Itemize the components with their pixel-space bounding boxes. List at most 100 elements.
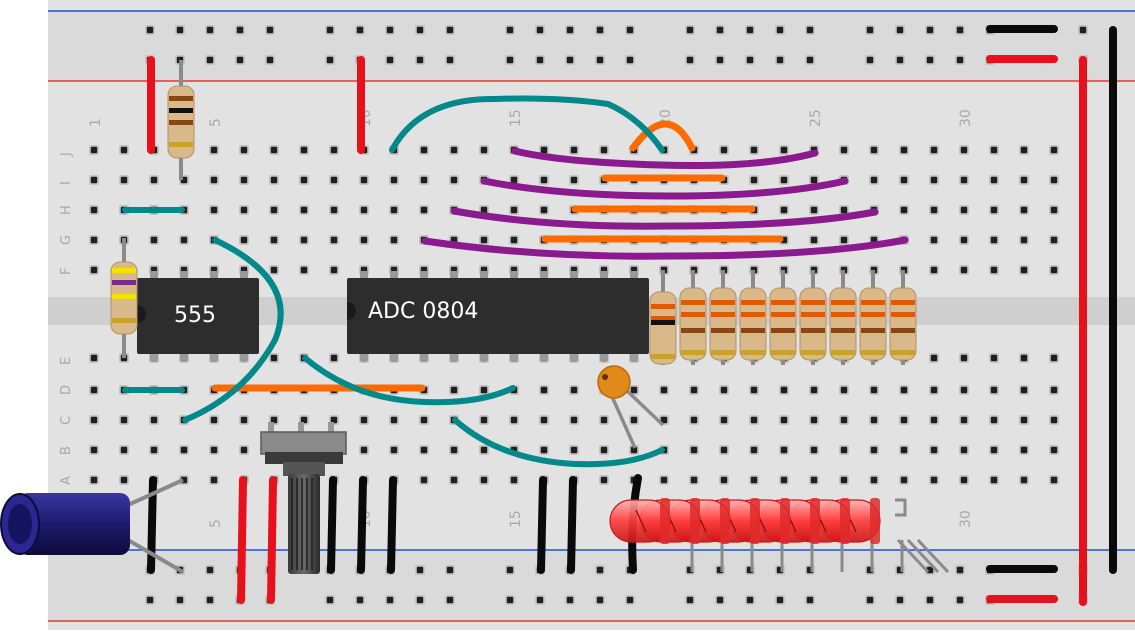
hole bbox=[686, 56, 694, 64]
resistor bbox=[110, 238, 138, 358]
pot-shaft-base bbox=[283, 462, 325, 476]
hole bbox=[866, 596, 874, 604]
hole bbox=[506, 26, 514, 34]
resistor-body bbox=[829, 287, 857, 361]
hole bbox=[1020, 176, 1028, 184]
hole bbox=[990, 266, 998, 274]
hole bbox=[810, 386, 818, 394]
hole bbox=[240, 206, 248, 214]
hole bbox=[600, 446, 608, 454]
teal-wire-adc-2 bbox=[452, 417, 665, 468]
led bbox=[609, 498, 671, 544]
hole bbox=[926, 596, 934, 604]
hole bbox=[150, 416, 158, 424]
hole bbox=[90, 146, 98, 154]
resistor-band bbox=[681, 300, 705, 305]
hole bbox=[720, 446, 728, 454]
purple-wire-2 bbox=[480, 177, 849, 200]
teal-wire-long bbox=[389, 95, 665, 153]
teal-wires bbox=[122, 95, 665, 468]
hole bbox=[780, 206, 788, 214]
hole bbox=[446, 596, 454, 604]
resistor-band bbox=[112, 294, 136, 299]
hole bbox=[450, 476, 458, 484]
hole bbox=[926, 26, 934, 34]
chip-pin bbox=[540, 352, 548, 361]
hole bbox=[536, 596, 544, 604]
hole bbox=[930, 236, 938, 244]
chip-pin bbox=[510, 352, 518, 361]
bottom-power-rail-area bbox=[48, 550, 1135, 620]
hole bbox=[206, 566, 214, 574]
hole bbox=[360, 446, 368, 454]
chip-pin bbox=[180, 352, 188, 361]
hole bbox=[930, 386, 938, 394]
hole bbox=[300, 416, 308, 424]
resistor-band bbox=[861, 350, 885, 355]
purple-wire-3 bbox=[450, 207, 879, 230]
led-lead-angled bbox=[916, 538, 950, 574]
resistor-band bbox=[169, 108, 193, 113]
hole bbox=[866, 56, 874, 64]
hole bbox=[956, 596, 964, 604]
hole bbox=[960, 176, 968, 184]
hole bbox=[506, 56, 514, 64]
chip-pin bbox=[570, 352, 578, 361]
hole bbox=[956, 26, 964, 34]
hole bbox=[686, 596, 694, 604]
led-flange bbox=[690, 498, 700, 544]
hole bbox=[960, 206, 968, 214]
resistor-band bbox=[741, 312, 765, 317]
hole bbox=[750, 446, 758, 454]
hole bbox=[806, 26, 814, 34]
hole bbox=[540, 146, 548, 154]
resistor-body bbox=[649, 291, 677, 365]
hole bbox=[480, 416, 488, 424]
hole bbox=[416, 56, 424, 64]
resistor-band bbox=[861, 300, 885, 305]
hole bbox=[960, 266, 968, 274]
hole bbox=[326, 26, 334, 34]
hole bbox=[596, 596, 604, 604]
hole bbox=[360, 176, 368, 184]
resistor bbox=[167, 60, 195, 180]
chip-pin bbox=[360, 352, 368, 361]
hole bbox=[630, 386, 638, 394]
resistor-band bbox=[801, 300, 825, 305]
hole bbox=[720, 476, 728, 484]
hole bbox=[1020, 266, 1028, 274]
hole bbox=[870, 416, 878, 424]
hole bbox=[210, 446, 218, 454]
hole bbox=[870, 476, 878, 484]
teal-wire-adc-1 bbox=[302, 355, 516, 406]
resistor-band bbox=[861, 328, 885, 333]
hole bbox=[930, 416, 938, 424]
pot-collar bbox=[265, 452, 343, 464]
hole bbox=[896, 56, 904, 64]
hole bbox=[686, 26, 694, 34]
hole bbox=[780, 476, 788, 484]
resistor-band bbox=[861, 312, 885, 317]
chip-pin bbox=[600, 271, 608, 280]
hole bbox=[210, 416, 218, 424]
resistor-body bbox=[859, 287, 887, 361]
chip-pin bbox=[420, 271, 428, 280]
potentiometer bbox=[260, 422, 347, 574]
hole bbox=[510, 476, 518, 484]
hole bbox=[596, 56, 604, 64]
resistor-band bbox=[741, 350, 765, 355]
hole bbox=[746, 56, 754, 64]
resistor-band bbox=[741, 300, 765, 305]
hole bbox=[390, 206, 398, 214]
hole bbox=[210, 476, 218, 484]
hole bbox=[210, 176, 218, 184]
hole bbox=[90, 206, 98, 214]
hole bbox=[900, 386, 908, 394]
hole bbox=[780, 386, 788, 394]
hole bbox=[90, 386, 98, 394]
resistor-band bbox=[801, 328, 825, 333]
hole bbox=[930, 176, 938, 184]
hole bbox=[90, 236, 98, 244]
hole bbox=[236, 56, 244, 64]
electrolytic-body bbox=[18, 493, 130, 555]
